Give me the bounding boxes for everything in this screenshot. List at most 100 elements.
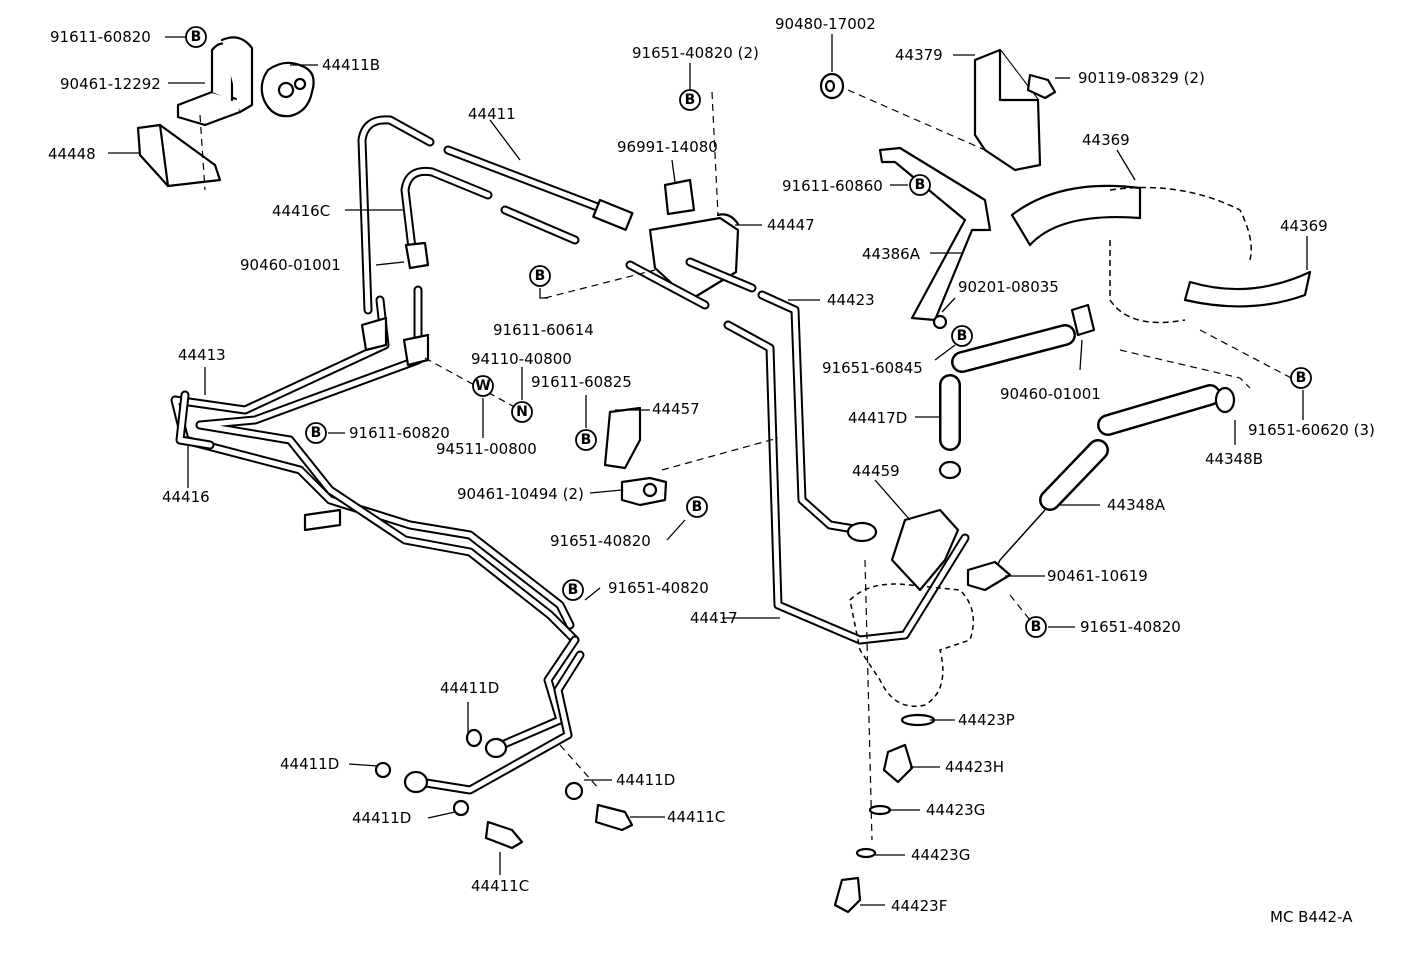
bracket-90461-10619 — [966, 560, 1012, 592]
clamp-90461-10494 — [620, 476, 668, 507]
label-44411d: 44411D — [616, 771, 675, 789]
pipe-44423 — [625, 257, 878, 543]
svg-text:N: N — [516, 404, 528, 420]
svg-text:B: B — [685, 92, 696, 108]
svg-text:B: B — [957, 328, 968, 344]
bolt-symbol: B — [1290, 367, 1312, 389]
bolt-symbol: B — [562, 579, 584, 601]
label-91611-60614: 91611-60614 — [493, 321, 594, 339]
label-44459: 44459 — [852, 462, 900, 480]
grommet-90480-17002 — [819, 72, 845, 100]
label-44348a: 44348A — [1107, 496, 1166, 514]
pipe-harness-44413 — [170, 285, 580, 645]
label-44411c: 44411C — [471, 877, 529, 895]
hose-upper — [951, 324, 1076, 373]
label-91651-60845: 91651-60845 — [822, 359, 923, 377]
fittings-44411 — [374, 728, 634, 850]
part-labels: 91611-60820 90461-12292 44411B 44448 444… — [48, 15, 1375, 926]
parts-drawing — [136, 36, 1312, 914]
label-90461-10494-2: 90461-10494 (2) — [457, 485, 584, 503]
svg-text:B: B — [568, 582, 579, 598]
label-44417d: 44417D — [848, 409, 907, 427]
label-44348b: 44348B — [1205, 450, 1263, 468]
clamp-44411B — [260, 61, 315, 118]
label-91651-40820: 91651-40820 — [1080, 618, 1181, 636]
label-44416c: 44416C — [272, 202, 330, 220]
svg-text:B: B — [692, 499, 703, 515]
clamp-90460-01001-right — [932, 303, 1096, 337]
label-44411c: 44411C — [667, 808, 725, 826]
pipe-44411 — [443, 145, 634, 245]
washer-symbol: W — [472, 375, 494, 397]
svg-text:W: W — [475, 378, 490, 394]
label-44411: 44411 — [468, 105, 516, 123]
label-91651-60620-3: 91651-60620 (3) — [1248, 421, 1375, 439]
bolt-symbol: B — [909, 174, 931, 196]
tank-bands-44369 — [1010, 184, 1312, 324]
pipe-44411-lower — [415, 635, 585, 795]
clamp-90460-01001-left — [404, 241, 430, 270]
label-44413: 44413 — [178, 346, 226, 364]
label-44411b: 44411B — [322, 56, 380, 74]
diagram-code: MC B442-A — [1270, 908, 1353, 926]
label-94511-00800: 94511-00800 — [436, 440, 537, 458]
label-91651-40820: 91651-40820 — [608, 579, 709, 597]
label-91611-60825: 91611-60825 — [531, 373, 632, 391]
bolt-symbol: B — [575, 429, 597, 451]
label-44416: 44416 — [162, 488, 210, 506]
svg-text:B: B — [311, 425, 322, 441]
label-44411d: 44411D — [440, 679, 499, 697]
label-44423h: 44423H — [945, 758, 1004, 776]
pipe-44416c — [357, 115, 493, 315]
hose-44417d — [938, 374, 962, 480]
svg-text:B: B — [915, 177, 926, 193]
fittings-44423 — [833, 713, 936, 914]
label-44411d: 44411D — [280, 755, 339, 773]
label-96991-14080: 96991-14080 — [617, 138, 718, 156]
bolt-symbol: B — [679, 89, 701, 111]
label-44448: 44448 — [48, 145, 96, 163]
bolt-symbol: B — [951, 325, 973, 347]
bolt-90119-08329 — [1026, 73, 1057, 100]
label-91611-60860: 91611-60860 — [782, 177, 883, 195]
svg-text:B: B — [1296, 370, 1307, 386]
label-90460-01001-right: 90460-01001 — [1000, 385, 1101, 403]
label-90119-08329: 90119-08329 (2) — [1078, 69, 1205, 87]
label-91611-60820: 91611-60820 — [50, 28, 151, 46]
label-44423g: 44423G — [911, 846, 970, 864]
label-44423: 44423 — [827, 291, 875, 309]
leader-lines — [108, 34, 1308, 906]
label-91611-60820-mid: 91611-60820 — [349, 424, 450, 442]
pipe-44417 — [723, 320, 970, 645]
bolt-symbol: B — [185, 26, 207, 48]
nut-symbol: N — [511, 401, 533, 423]
svg-text:B: B — [191, 29, 202, 45]
label-90461-10619: 90461-10619 — [1047, 567, 1148, 585]
master-cylinder-outline — [849, 583, 975, 707]
symbol-markers: B B B B B B B B B B B W N — [185, 26, 1312, 638]
bolt-symbol: B — [529, 265, 551, 287]
label-44423f: 44423F — [891, 897, 947, 915]
bolt-symbol: B — [1025, 616, 1047, 638]
label-44423p: 44423P — [958, 711, 1015, 729]
label-90460-01001: 90460-01001 — [240, 256, 341, 274]
bracket-44448 — [136, 123, 222, 188]
label-91651-40820: 91651-40820 — [550, 532, 651, 550]
label-90201-08035: 90201-08035 — [958, 278, 1059, 296]
bracket-44459 — [890, 508, 960, 592]
label-90461-12292: 90461-12292 — [60, 75, 161, 93]
bolt-symbol: B — [305, 422, 327, 444]
label-44417: 44417 — [690, 609, 738, 627]
label-44379: 44379 — [895, 46, 943, 64]
label-90480-17002: 90480-17002 — [775, 15, 876, 33]
bracket-44379 — [973, 48, 1042, 172]
label-91651-40820-2: 91651-40820 (2) — [632, 44, 759, 62]
svg-text:B: B — [535, 268, 546, 284]
label-44369: 44369 — [1082, 131, 1130, 149]
label-44447: 44447 — [767, 216, 815, 234]
label-44386a: 44386A — [862, 245, 921, 263]
label-44423g: 44423G — [926, 801, 985, 819]
svg-text:B: B — [1031, 619, 1042, 635]
label-44457: 44457 — [652, 400, 700, 418]
